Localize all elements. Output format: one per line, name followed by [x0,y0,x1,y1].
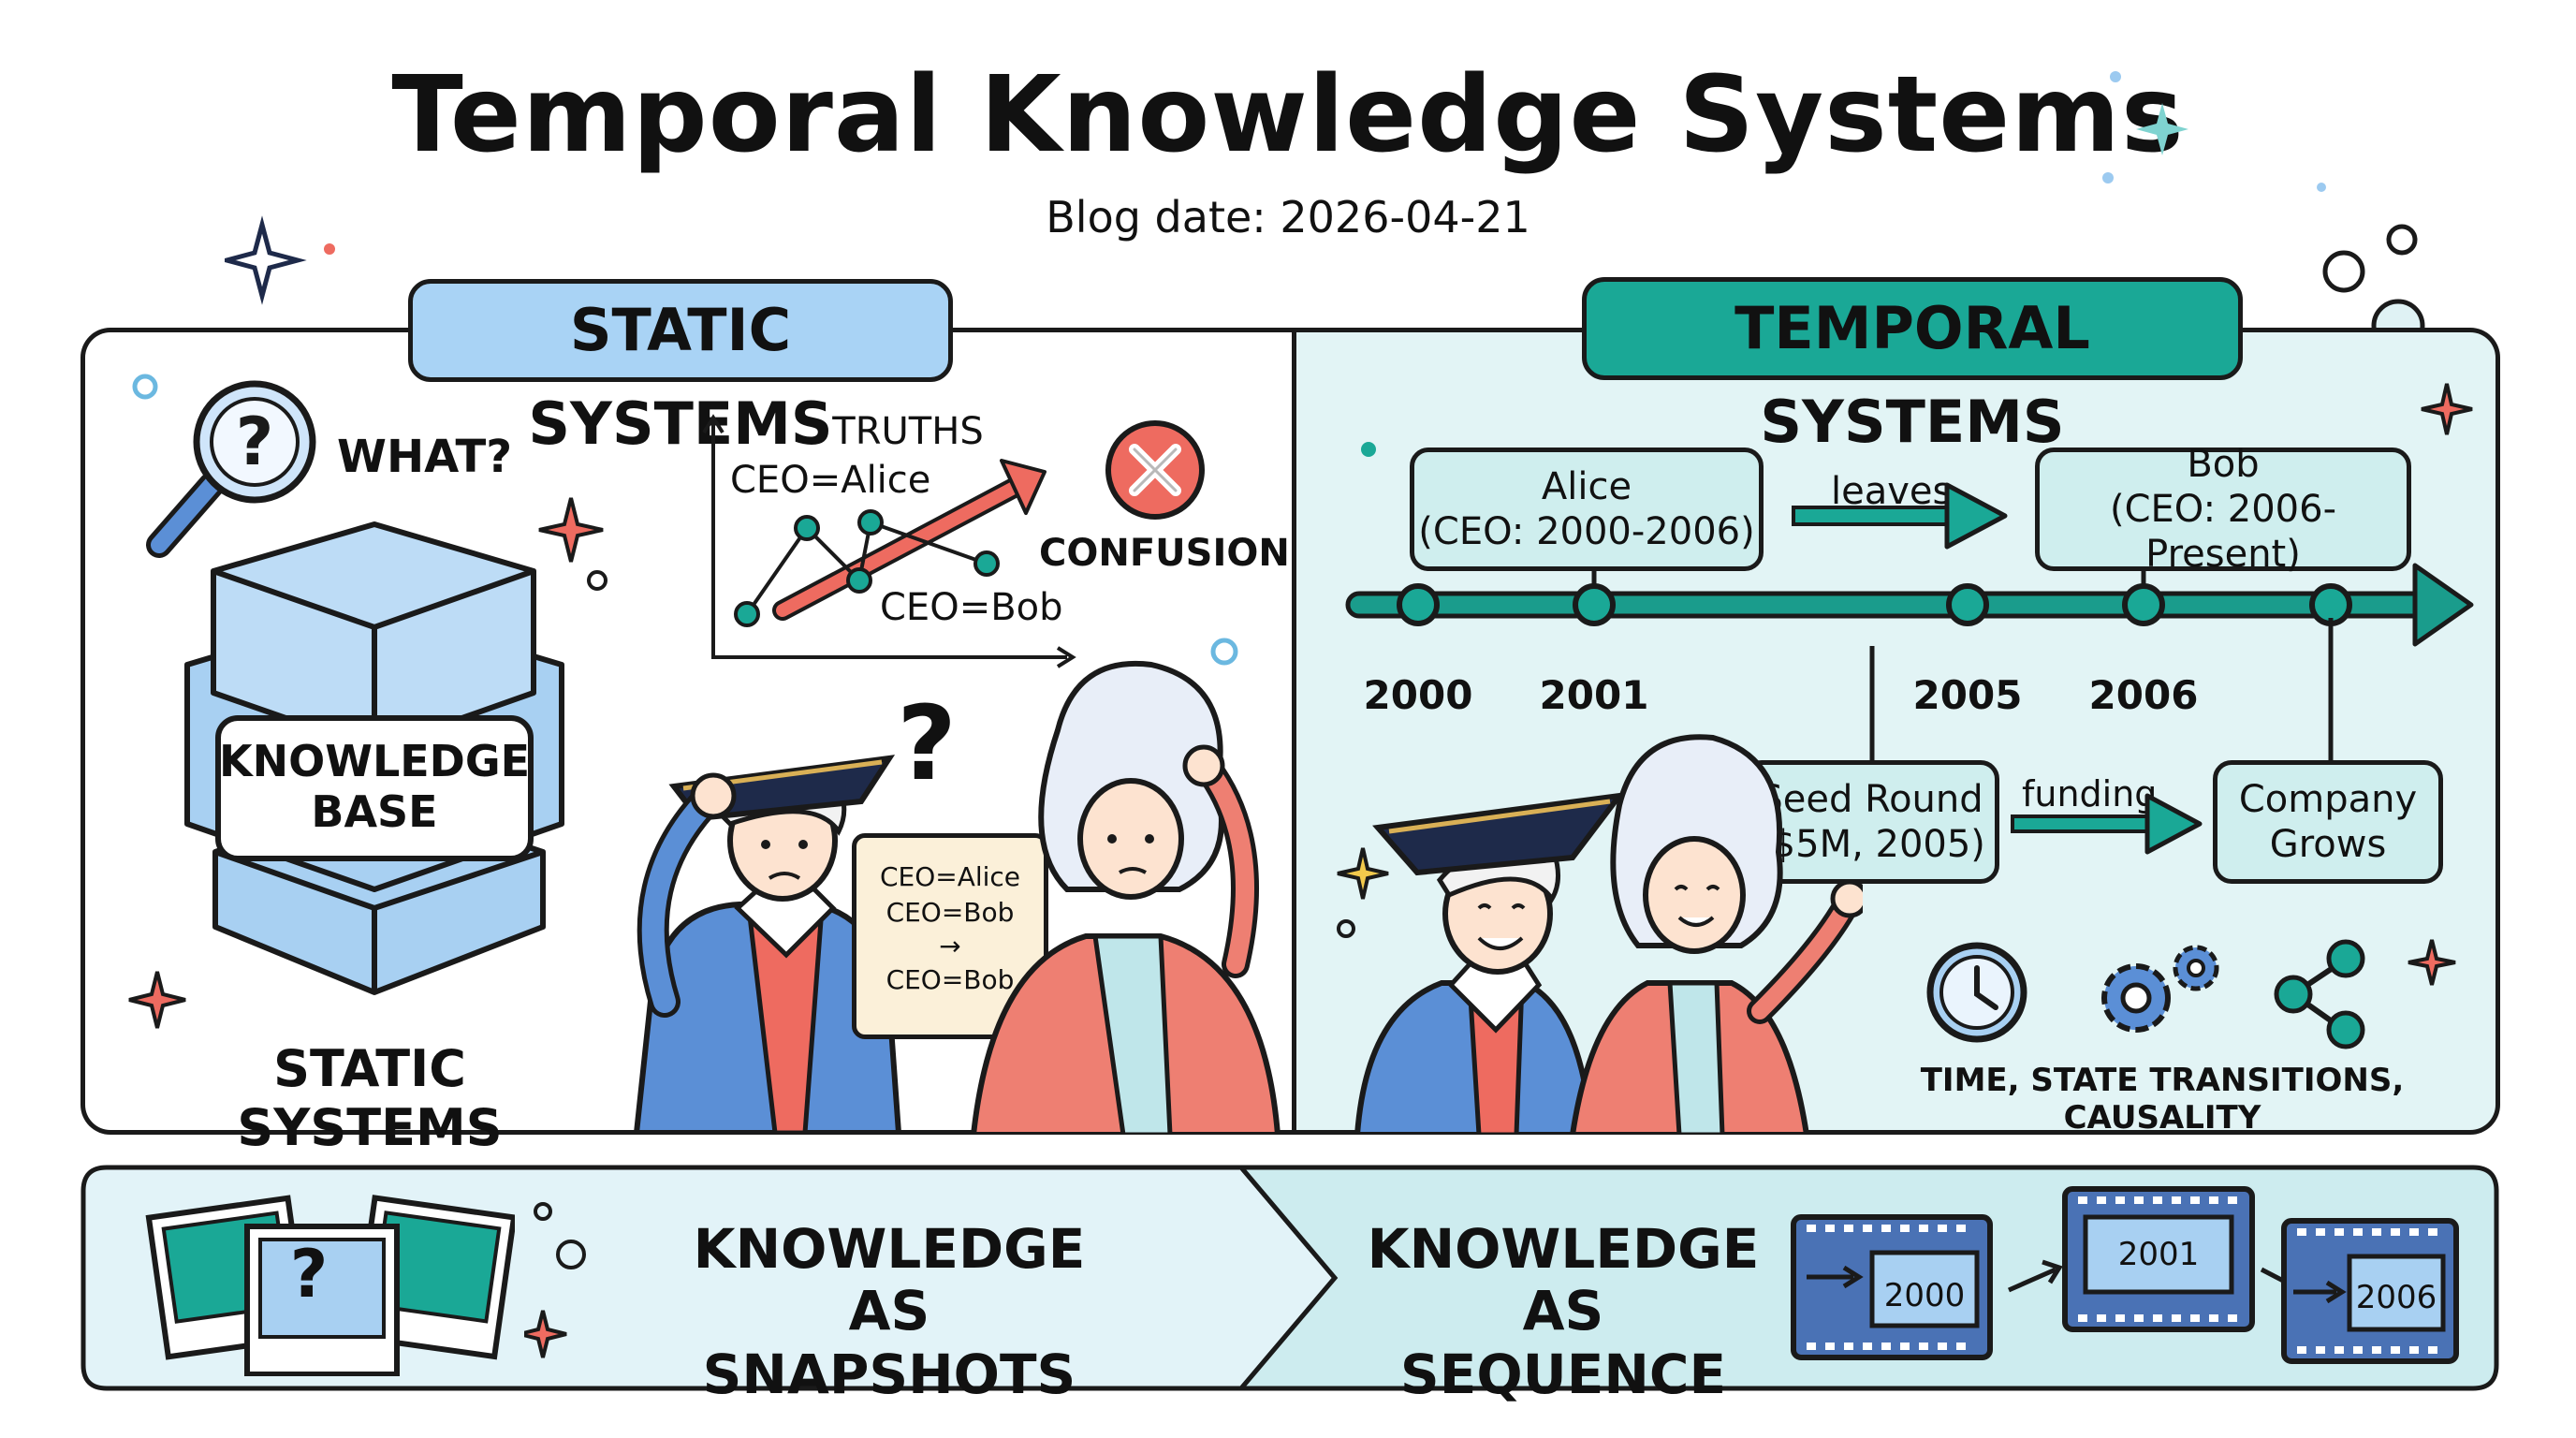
company-grows-line2: Grows [2269,823,2387,866]
scroll-line-4: CEO=Bob [886,964,1015,995]
film-frame-label-2001: 2001 [2117,1236,2200,1273]
sparkle-icon [128,971,186,1029]
sparkle-decor-icon [2102,71,2326,192]
alice-ceo-node: Alice (CEO: 2000-2006) [1410,448,1764,571]
year-label-2005: 2005 [1912,672,2023,718]
scroll-line-3: → [939,931,961,961]
sparkle-icon [524,1202,586,1358]
static-systems-bottom-label: STATIC SYSTEMS [237,1039,503,1157]
knowledge-base-card [215,715,534,861]
funding-label: funding [2022,773,2158,814]
sequence-label-1: KNOWLEDGE [1367,1217,1760,1281]
seed-round-node: Seed Round ($5M, 2005) [1743,760,1999,884]
conflicting-truths-chart [702,414,1076,668]
funding-arrow [2011,793,2203,855]
confusion-label: CONFUSION [1039,532,1290,575]
sparkle-icon [2421,383,2473,435]
bob-node-name: Bob [2187,443,2260,486]
page-title: Temporal Knowledge Systems [391,54,2185,176]
sparkle-decor-icon [225,215,335,305]
seed-round-title: Seed Round [1759,778,1983,821]
truths-label-alice: CEO=Alice [730,459,931,502]
truths-chart-title: TRUTHS [832,410,984,453]
scroll-line-1: CEO=Alice [879,861,1021,892]
sparkle-icon [2408,939,2456,986]
company-grows-node: Company Grows [2213,760,2443,884]
sparkle-icon [538,497,607,591]
sequence-label-2: AS SEQUENCE [1399,1279,1727,1406]
dot-decor-icon [1361,442,1376,457]
ring-decor-icon [132,374,158,400]
film-frame-label-2006: 2006 [2355,1279,2437,1316]
truths-label-bob: CEO=Bob [880,586,1063,629]
happy-couple-illustration [1354,734,1863,1135]
gears-icon [2101,945,2219,1033]
snapshot-photos-icon [145,1195,515,1376]
year-label-2006: 2006 [2088,672,2199,718]
static-systems-badge: STATIC SYSTEMS [408,279,953,458]
confused-man-illustration [633,755,902,1133]
confusion-x-icon [1105,420,1205,520]
share-network-icon [2274,939,2365,1049]
snapshot-question-mark: ? [289,1236,329,1313]
temporal-systems-badge: TEMPORAL SYSTEMS [1582,277,2243,456]
alice-node-tenure: (CEO: 2000-2006) [1418,510,1755,553]
magnifier-question-icon: ? [146,380,316,558]
concepts-label: TIME, STATE TRANSITIONS, CAUSALITY [1920,1062,2405,1137]
knowledge-base-label-2: BASE [311,786,438,837]
film-frame-label-2000: 2000 [1883,1277,1966,1314]
ring-decor-icon [1210,638,1238,666]
knowledge-base-label-1: KNOWLEDGE [218,736,531,786]
leaves-arrow [1792,482,2008,550]
what-label: WHAT? [337,431,513,483]
bob-node-tenure: (CEO: 2006-Present) [2109,488,2336,576]
question-mark: ? [897,683,957,803]
svg-text:?: ? [236,404,274,480]
snapshots-label-1: KNOWLEDGE [693,1217,1086,1281]
alice-node-name: Alice [1541,465,1632,508]
clock-icon [1926,942,2027,1043]
snapshots-label-2: AS SNAPSHOTS [702,1279,1076,1406]
confused-woman-illustration [970,660,1281,1135]
film-strip-sequence-icon [1791,1186,2459,1364]
panel-divider [1292,328,1296,1135]
seed-round-detail: ($5M, 2005) [1757,823,1985,866]
timeline-points [1397,583,2352,626]
year-label-2001: 2001 [1539,672,1649,718]
company-grows-line1: Company [2238,778,2418,821]
sparkle-icon [1337,847,1389,938]
bob-ceo-node: Bob (CEO: 2006-Present) [2035,443,2411,576]
year-label-2000: 2000 [1363,672,1473,718]
scroll-line-2: CEO=Bob [886,897,1015,928]
blog-date: Blog date: 2026-04-21 [1046,192,1530,242]
